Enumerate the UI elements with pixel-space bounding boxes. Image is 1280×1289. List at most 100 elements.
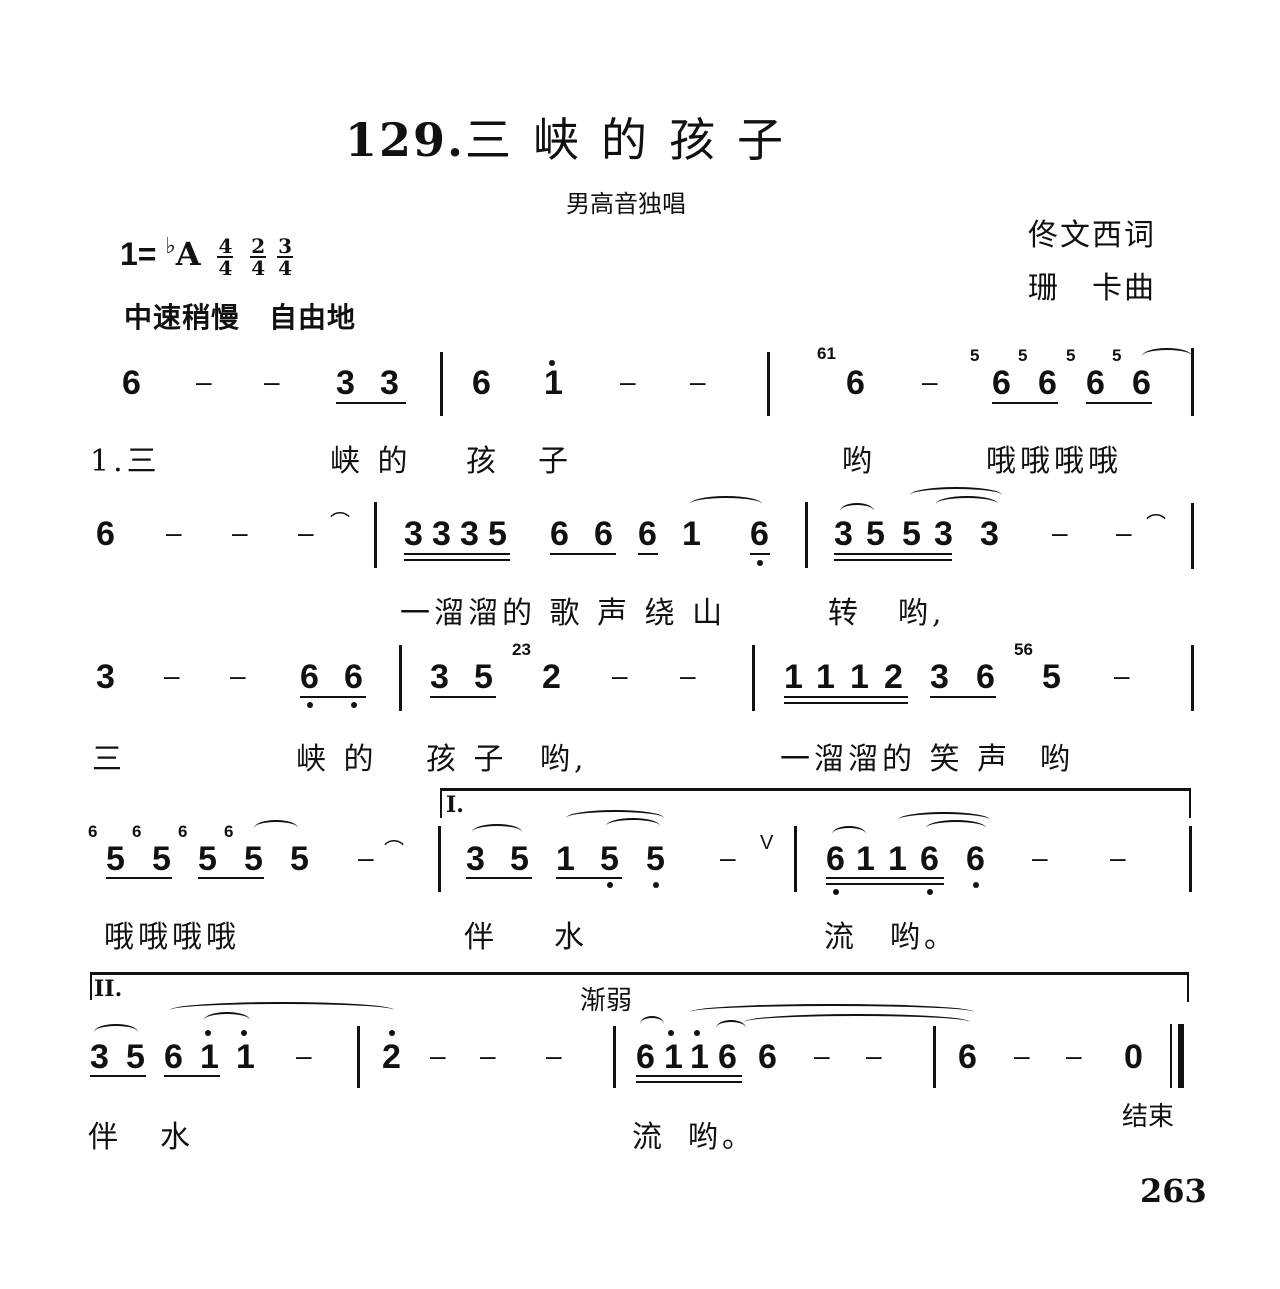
note: 6 bbox=[826, 840, 845, 878]
barline bbox=[399, 645, 402, 711]
underline bbox=[930, 696, 996, 698]
note: 5 bbox=[126, 1038, 145, 1076]
grace-note: 56 bbox=[1014, 640, 1033, 659]
note: 3 bbox=[834, 515, 853, 553]
dash: – bbox=[1110, 842, 1126, 873]
slur bbox=[1142, 348, 1192, 364]
grace-note: 5 bbox=[1066, 346, 1076, 365]
note: 5 bbox=[902, 515, 921, 553]
lyric: 伴 bbox=[88, 1120, 122, 1155]
barline bbox=[357, 1026, 360, 1088]
lyric: 哦哦哦哦 bbox=[986, 444, 1122, 479]
grace-note: 5 bbox=[1018, 346, 1028, 365]
volta-bracket-left bbox=[90, 972, 92, 1000]
note: 6 bbox=[846, 364, 865, 402]
breath-mark: V bbox=[760, 832, 774, 854]
slur bbox=[690, 496, 762, 512]
note: 1 bbox=[856, 840, 875, 878]
note: 0 bbox=[1124, 1038, 1143, 1076]
note: 6 bbox=[1038, 364, 1057, 402]
volta-bracket-right bbox=[1189, 788, 1191, 818]
slur bbox=[832, 826, 866, 842]
lyric: 1.三 bbox=[90, 444, 161, 479]
underline bbox=[636, 1075, 742, 1077]
barline bbox=[752, 645, 755, 711]
slur bbox=[716, 1020, 746, 1036]
slur bbox=[94, 1024, 138, 1040]
underline bbox=[784, 702, 908, 704]
lyric: 哟, bbox=[540, 742, 588, 777]
low-dot bbox=[973, 882, 979, 888]
lyric: 哟。 bbox=[688, 1120, 756, 1155]
underline bbox=[784, 696, 908, 698]
note: 5 bbox=[1042, 658, 1061, 696]
lyric: 哟 bbox=[842, 444, 876, 479]
note: 3 bbox=[380, 364, 399, 402]
dash: – bbox=[1052, 517, 1068, 548]
high-dot bbox=[205, 1030, 211, 1036]
barline bbox=[794, 826, 797, 892]
dash: – bbox=[296, 1040, 312, 1071]
note: 3 bbox=[432, 515, 451, 553]
barline bbox=[805, 502, 808, 568]
dash: – bbox=[620, 366, 636, 397]
volta-label-1: I. bbox=[446, 792, 464, 818]
note: 3 bbox=[90, 1038, 109, 1076]
slur bbox=[690, 1004, 974, 1020]
dash: – bbox=[1032, 842, 1048, 873]
note: 6 bbox=[966, 840, 985, 878]
underline bbox=[826, 883, 944, 885]
dash: – bbox=[298, 517, 314, 548]
note: 1 bbox=[850, 658, 869, 696]
note: 6 bbox=[992, 364, 1011, 402]
underline bbox=[336, 402, 406, 404]
dash: – bbox=[612, 660, 628, 691]
dynamic-marking: 渐弱 bbox=[580, 986, 633, 1016]
grace-note: 5 bbox=[970, 346, 980, 365]
dash: – bbox=[232, 517, 248, 548]
slur bbox=[170, 1002, 394, 1018]
low-dot bbox=[927, 889, 933, 895]
dash: – bbox=[264, 366, 280, 397]
lyric: 流 bbox=[632, 1120, 666, 1155]
underline bbox=[992, 402, 1058, 404]
note: 5 bbox=[600, 840, 619, 878]
grace-note: 61 bbox=[817, 344, 836, 363]
lyric: 哟, bbox=[898, 596, 946, 631]
dash: – bbox=[196, 366, 212, 397]
lyricist: 佟文西词 bbox=[1028, 218, 1156, 253]
note: 3 bbox=[336, 364, 355, 402]
slur bbox=[640, 1016, 664, 1032]
note: 1 bbox=[556, 840, 575, 878]
note: 6 bbox=[976, 658, 995, 696]
lyric: 哦哦哦哦 bbox=[104, 920, 240, 955]
note: 5 bbox=[106, 840, 125, 878]
note: 2 bbox=[884, 658, 903, 696]
high-dot bbox=[694, 1030, 700, 1036]
underline bbox=[404, 553, 510, 555]
low-dot bbox=[653, 882, 659, 888]
dash: – bbox=[1116, 517, 1132, 548]
dash: – bbox=[866, 1040, 882, 1071]
note: 5 bbox=[290, 840, 309, 878]
slur bbox=[840, 503, 874, 519]
note: 6 bbox=[758, 1038, 777, 1076]
note: 6 bbox=[718, 1038, 737, 1076]
note: 3 bbox=[460, 515, 479, 553]
dash: – bbox=[814, 1040, 830, 1071]
barline bbox=[1191, 348, 1194, 416]
dash: – bbox=[166, 517, 182, 548]
barline bbox=[767, 352, 770, 416]
final-barline-thin bbox=[1170, 1024, 1172, 1088]
lyric: 转 bbox=[828, 596, 862, 631]
dash: – bbox=[430, 1040, 446, 1071]
tie-mark: ⌒ bbox=[384, 840, 404, 862]
lyric: 一溜溜的 歌 声 绕 山 bbox=[400, 596, 727, 631]
slur bbox=[254, 820, 298, 836]
barline bbox=[1189, 826, 1192, 892]
final-barline-thick bbox=[1178, 1024, 1184, 1088]
lyric: 水 bbox=[554, 920, 588, 955]
note: 6 bbox=[636, 1038, 655, 1076]
